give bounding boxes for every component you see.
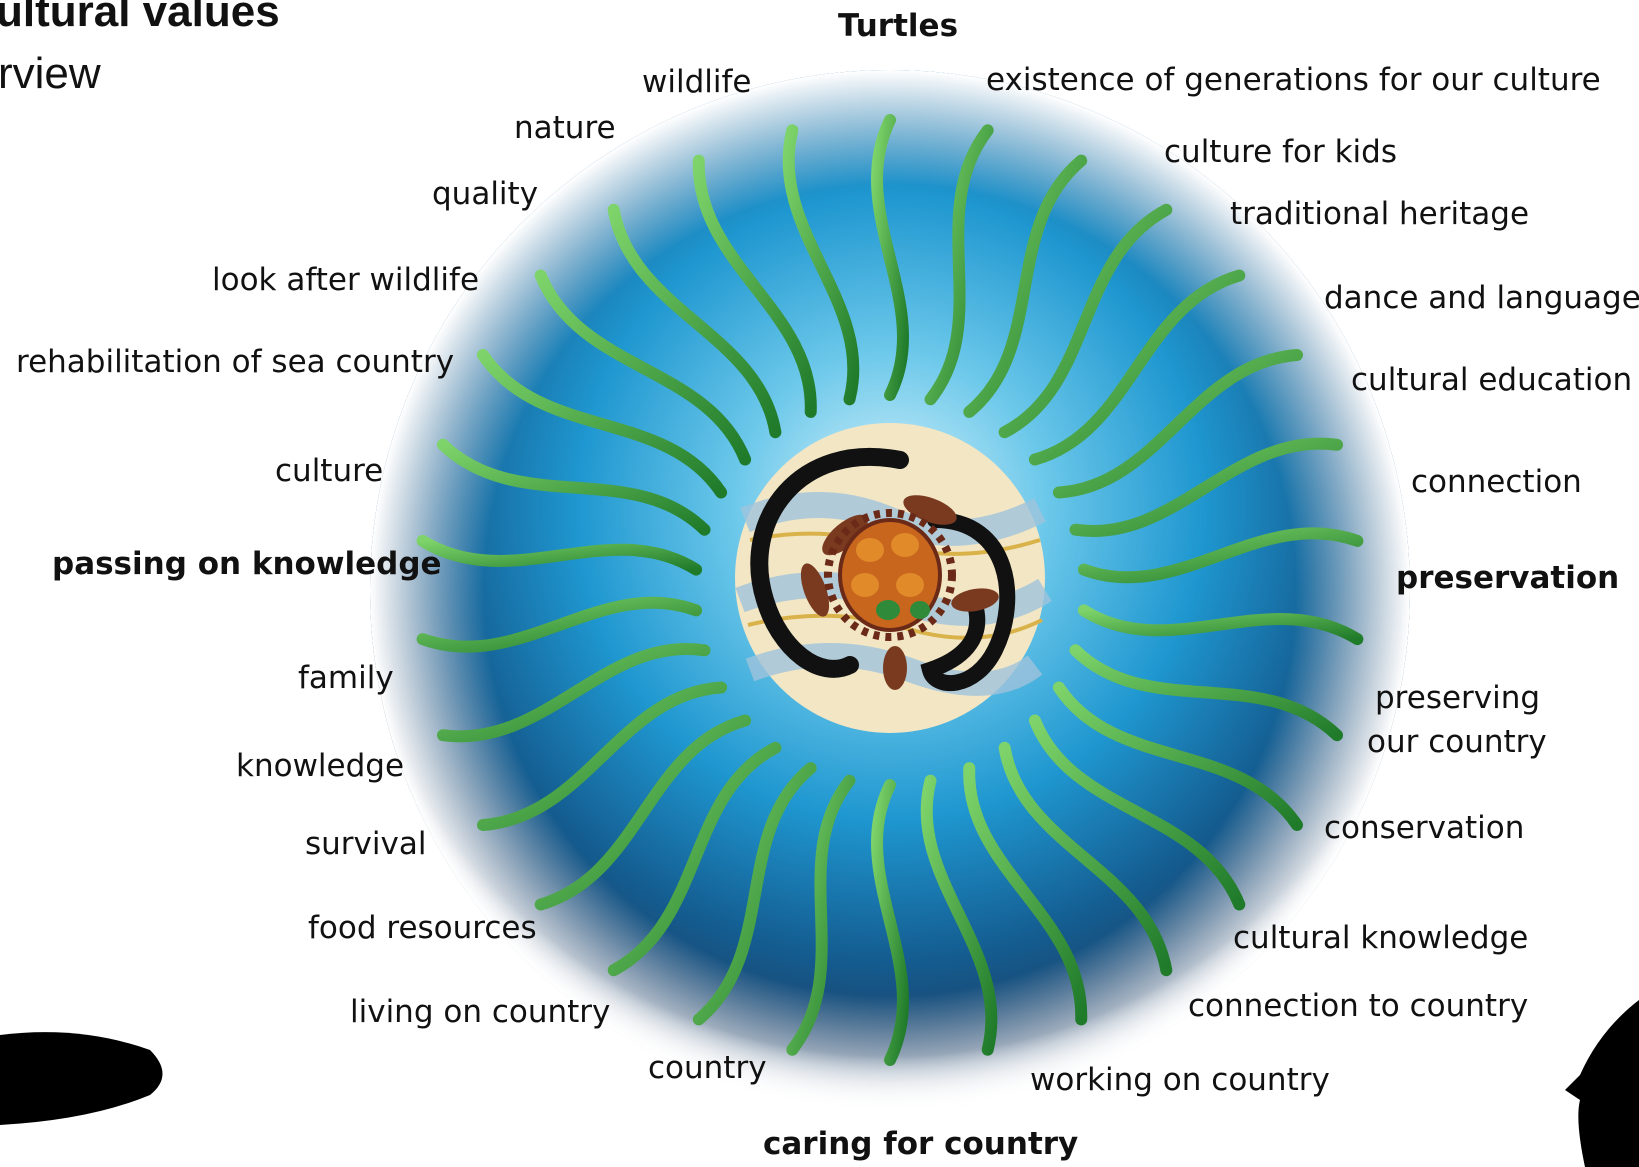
- label-family: family: [298, 660, 394, 696]
- label-connection: connection: [1411, 464, 1582, 500]
- page-title: ultural values: [0, 0, 280, 38]
- label-cultural-education: cultural education: [1351, 362, 1632, 398]
- turtle-emblem-icon: [735, 423, 1045, 733]
- label-working-on-country: working on country: [1030, 1062, 1330, 1098]
- page-subtitle: rview: [0, 48, 101, 100]
- label-dance-and-language: dance and language: [1324, 280, 1639, 316]
- label-knowledge: knowledge: [236, 748, 404, 784]
- label-nature: nature: [514, 110, 616, 146]
- label-passing-on-knowledge: passing on knowledge: [52, 546, 442, 582]
- label-culture: culture: [275, 453, 383, 489]
- label-cultural-knowledge: cultural knowledge: [1233, 920, 1528, 956]
- label-quality: quality: [432, 176, 538, 212]
- left-silhouette-icon: [0, 1032, 163, 1125]
- label-country: country: [648, 1050, 767, 1086]
- label-food-resources: food resources: [308, 910, 537, 946]
- label-connection-to-country: connection to country: [1188, 988, 1528, 1024]
- label-turtles: Turtles: [838, 8, 958, 44]
- label-traditional-heritage: traditional heritage: [1230, 196, 1529, 232]
- right-silhouette-icon: [1565, 1000, 1639, 1167]
- label-living-on-country: living on country: [350, 994, 610, 1030]
- label-existence: existence of generations for our culture: [986, 62, 1601, 98]
- label-preserving-line2: our country: [1367, 724, 1547, 760]
- label-caring-for-country: caring for country: [763, 1126, 1078, 1162]
- label-look-after-wildlife: look after wildlife: [212, 262, 479, 298]
- label-preservation: preservation: [1396, 560, 1619, 596]
- label-rehabilitation: rehabilitation of sea country: [16, 344, 454, 380]
- label-preserving-line1: preserving: [1375, 680, 1540, 716]
- label-conservation: conservation: [1324, 810, 1524, 846]
- label-survival: survival: [305, 826, 426, 862]
- label-wildlife: wildlife: [642, 64, 751, 100]
- label-culture-for-kids: culture for kids: [1164, 134, 1397, 170]
